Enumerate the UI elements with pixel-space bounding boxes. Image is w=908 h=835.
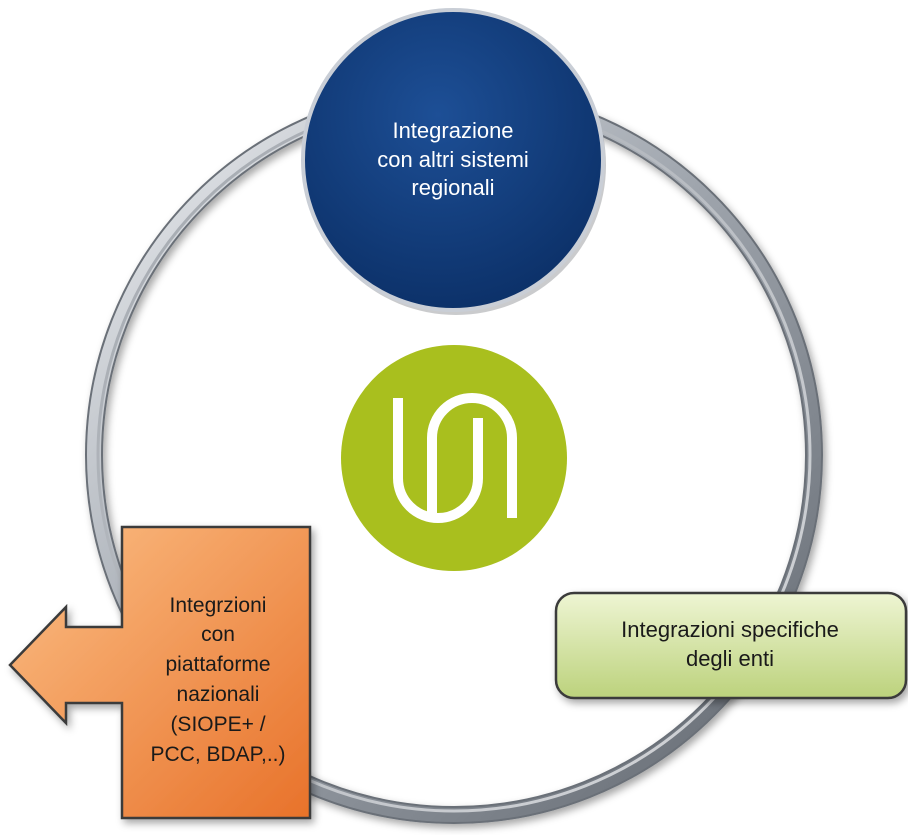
left-node-line: piattaforme <box>165 653 271 677</box>
left-node-line: nazionali <box>176 683 260 706</box>
u-n-monogram-logo-icon <box>341 345 567 571</box>
top-node-circle <box>301 8 606 315</box>
left-node-arrow-callout <box>8 525 312 820</box>
top-node-label: Integrazione con altri sistemi regionali <box>333 90 573 230</box>
top-node-line: Integrazione <box>392 118 514 144</box>
left-node-line: PCC, BDAP,..) <box>150 742 286 766</box>
top-node-line: regionali <box>411 175 495 201</box>
right-node-box <box>554 591 908 700</box>
top-node-line: con altri sistemi <box>377 146 529 172</box>
left-node-label: Integrzioni con piattaforme nazionali (S… <box>128 545 308 815</box>
right-node-label: Integrazioni specifiche degli enti <box>560 600 900 690</box>
left-node-line: con <box>201 623 235 647</box>
left-node-line: (SIOPE+ / <box>170 712 266 736</box>
right-node-line: degli enti <box>685 646 775 671</box>
right-node-line: Integrazioni specifiche <box>621 617 839 643</box>
left-node-line: Integrzioni <box>169 593 267 617</box>
